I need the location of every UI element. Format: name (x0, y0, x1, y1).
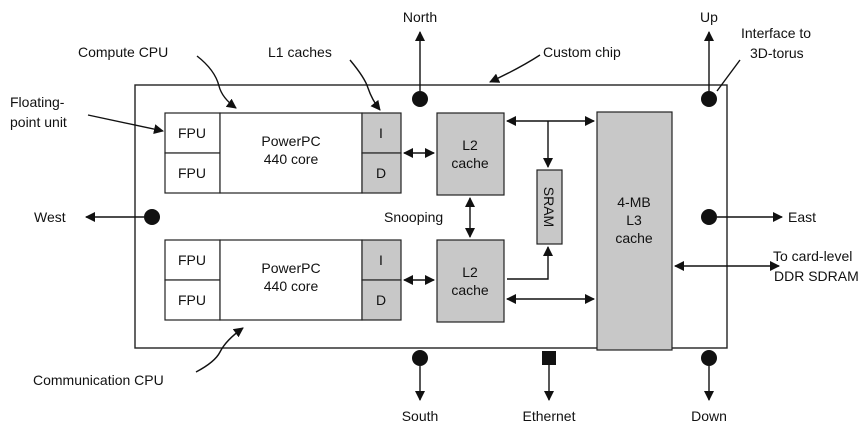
interface-label-line1: Interface to (741, 25, 811, 41)
down-port-dot (701, 350, 717, 366)
l1-caches-callout (349, 59, 381, 111)
south-port-dot (412, 350, 428, 366)
north-port-dot (412, 91, 428, 107)
sram-block (536, 169, 563, 245)
fpu-top-1 (164, 112, 221, 154)
card-level-label-line1: To card-level (773, 248, 852, 264)
icache-bottom (361, 239, 402, 281)
floating-point-callout (87, 114, 164, 135)
custom-chip-label: Custom chip (543, 44, 621, 60)
sram-label: SRAM (541, 187, 557, 227)
fpu-bottom-2 (164, 279, 221, 321)
fpu-top-2 (164, 152, 221, 194)
fpu-top-1-label: FPU (178, 125, 206, 141)
l1-caches-label: L1 caches (268, 44, 332, 60)
fpu-bottom-1-label: FPU (178, 252, 206, 268)
down-label: Down (691, 408, 727, 424)
l2-cache-bottom-line2: cache (451, 282, 489, 298)
compute-cpu-callout (196, 55, 237, 109)
l2-cache-top-line1: L2 (462, 137, 478, 153)
l3-cache-line1: 4-MB (617, 194, 650, 210)
powerpc-core-bottom-line2: 440 core (264, 278, 319, 294)
dcache-bottom-label: D (376, 292, 386, 308)
powerpc-core-top (219, 112, 363, 194)
fpu-top-2-label: FPU (178, 165, 206, 181)
l2-cache-bottom-line1: L2 (462, 264, 478, 280)
powerpc-core-bottom-line1: PowerPC (261, 260, 320, 276)
card-level-label-line2: DDR SDRAM (774, 268, 859, 284)
l2-cache-top (436, 112, 505, 196)
ethernet-port-square (542, 351, 556, 365)
compute-cpu-block: FPU FPU PowerPC 440 core I D (164, 112, 402, 194)
snooping-label: Snooping (384, 209, 443, 225)
floating-point-label-line2: point unit (10, 114, 67, 130)
up-port-dot (701, 91, 717, 107)
powerpc-core-top-line1: PowerPC (261, 133, 320, 149)
powerpc-core-top-line2: 440 core (264, 151, 319, 167)
l2-bottom-sram-connection (507, 246, 553, 280)
south-label: South (402, 408, 439, 424)
communication-cpu-label: Communication CPU (33, 372, 164, 388)
up-label: Up (700, 9, 718, 25)
l3-cache-block (596, 111, 673, 351)
dcache-bottom (361, 279, 402, 321)
west-port-dot (144, 209, 160, 225)
icache-bottom-label: I (379, 252, 383, 268)
west-label: West (34, 209, 66, 225)
powerpc-core-bottom (219, 239, 363, 321)
dcache-top (361, 152, 402, 194)
interface-pointer-line (716, 59, 741, 92)
east-label: East (788, 209, 816, 225)
l2-cache-bottom (436, 239, 505, 323)
l3-cache-line3: cache (615, 230, 653, 246)
north-label: North (403, 9, 437, 25)
east-port-dot (701, 209, 717, 225)
custom-chip-callout (489, 54, 541, 83)
interface-label-line2: 3D-torus (750, 45, 804, 61)
compute-cpu-label: Compute CPU (78, 44, 168, 60)
communication-cpu-callout (195, 327, 244, 373)
dcache-top-label: D (376, 165, 386, 181)
floating-point-label-line1: Floating- (10, 94, 65, 110)
communication-cpu-block: FPU FPU PowerPC 440 core I D (164, 239, 402, 321)
icache-top-label: I (379, 125, 383, 141)
l2-cache-top-line2: cache (451, 155, 489, 171)
fpu-bottom-2-label: FPU (178, 292, 206, 308)
ethernet-label: Ethernet (523, 408, 576, 424)
l3-cache-line2: L3 (626, 212, 642, 228)
